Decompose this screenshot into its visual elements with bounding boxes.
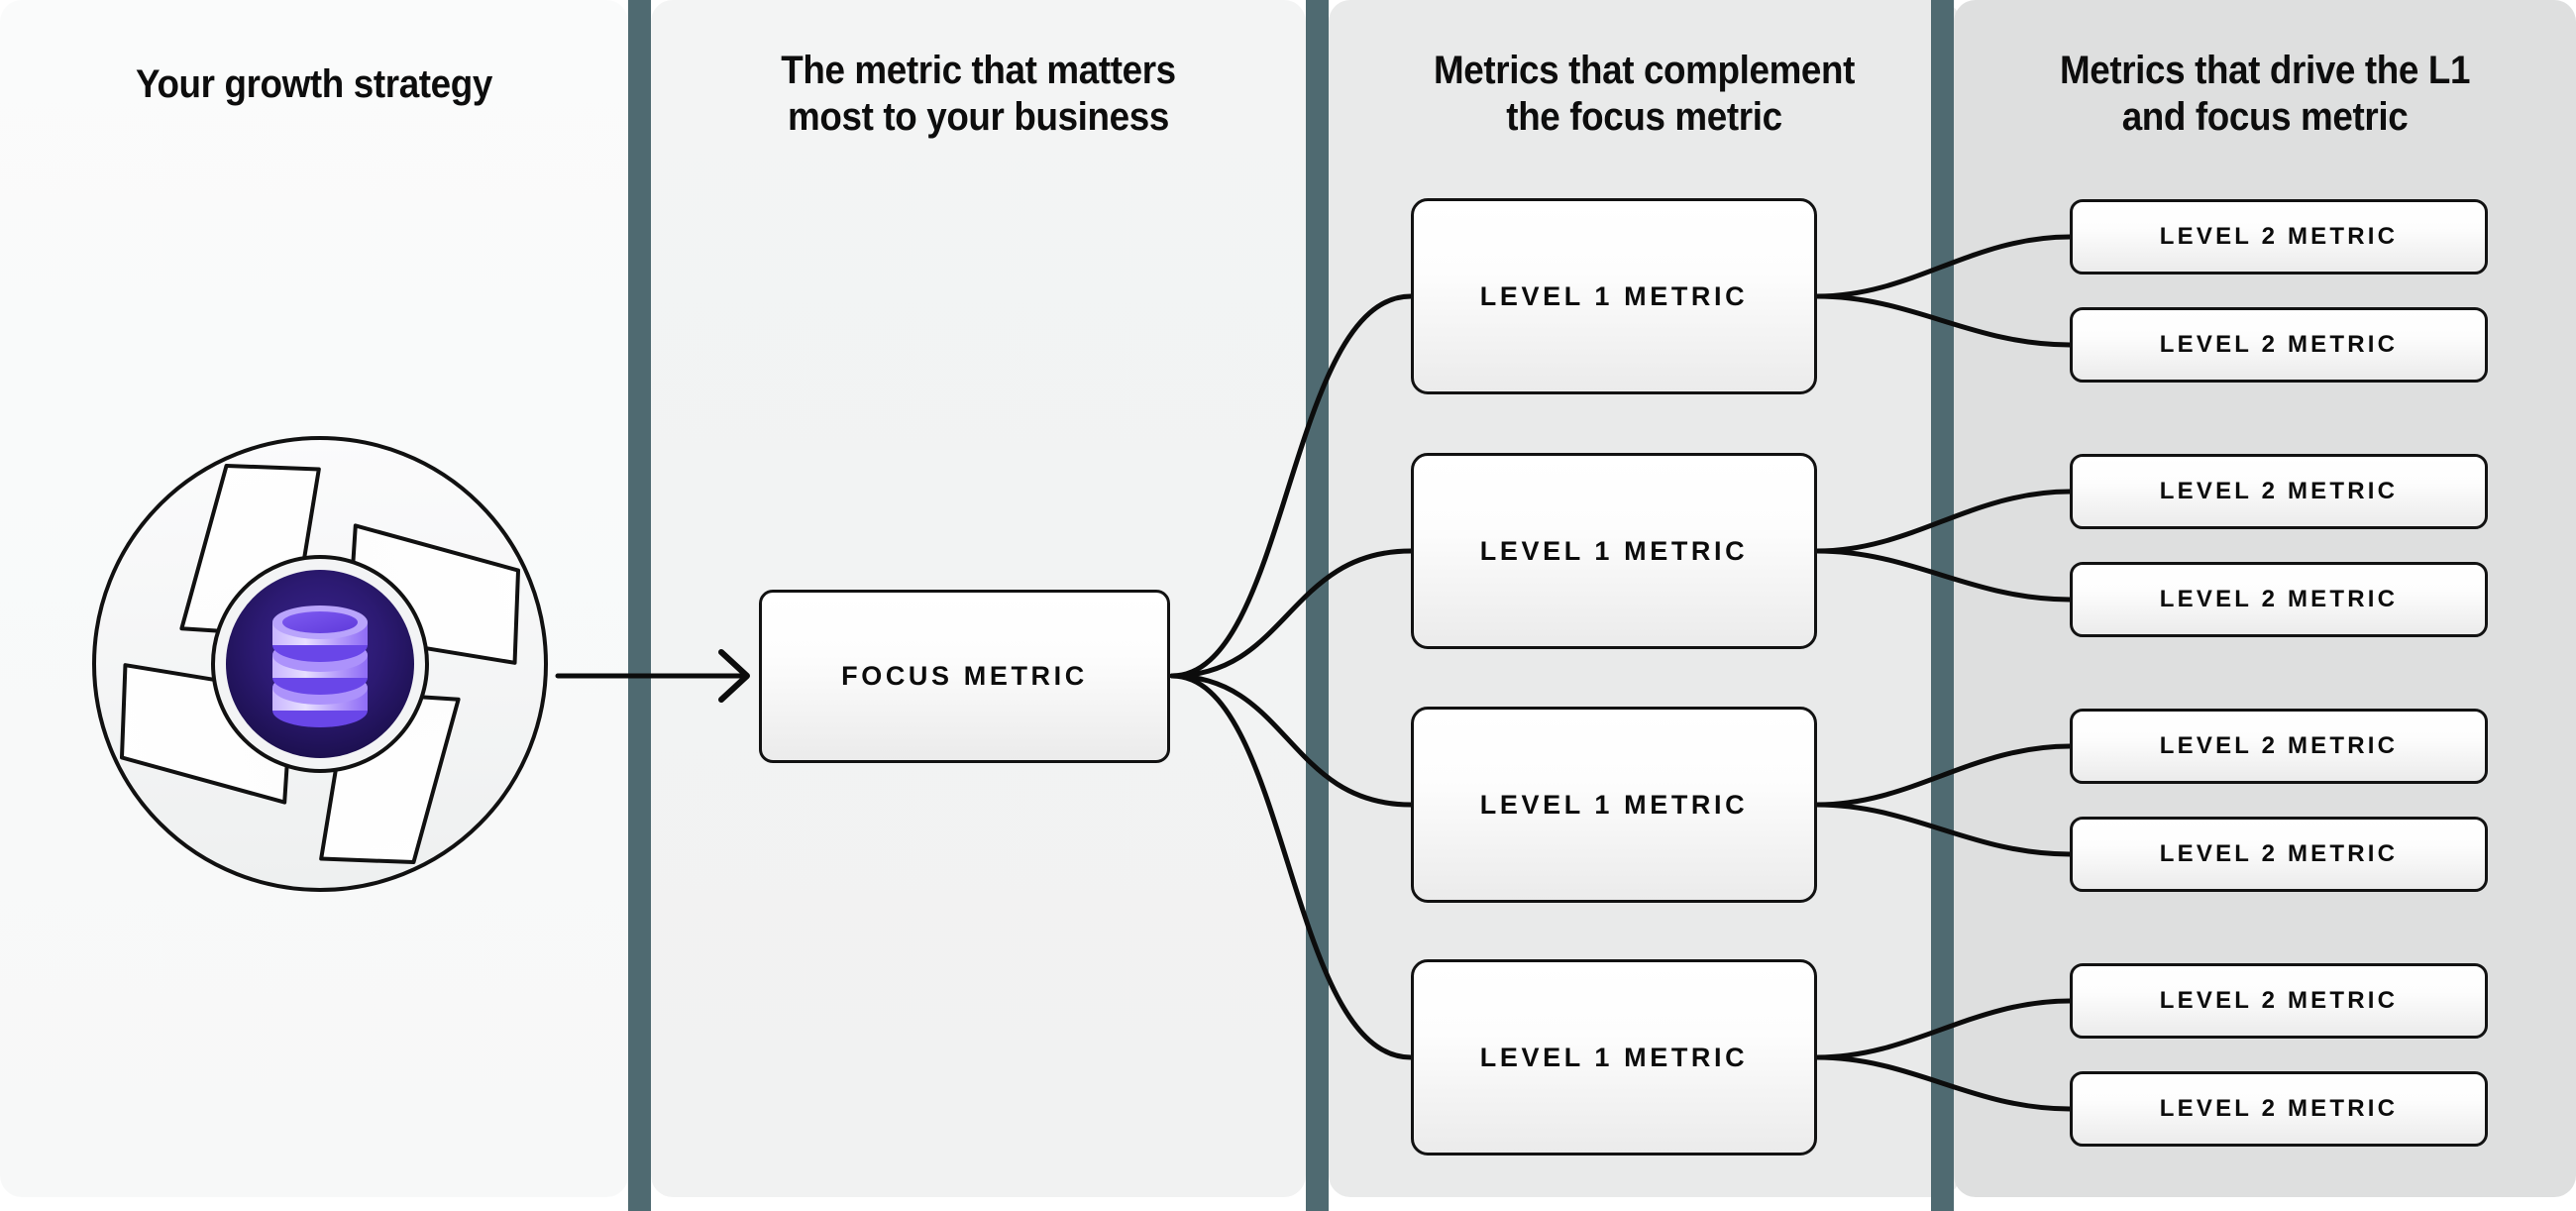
- column-separator-1: [628, 0, 651, 1211]
- column-header-level1-line1: Metrics that complement: [1433, 49, 1856, 92]
- level1-metric-box-3[interactable]: LEVEL 1 METRIC: [1411, 707, 1817, 903]
- database-icon: [272, 606, 368, 727]
- level2-metric-label-7: LEVEL 2 METRIC: [2159, 987, 2399, 1014]
- level2-metric-box-7[interactable]: LEVEL 2 METRIC: [2070, 963, 2488, 1039]
- level2-metric-label-5: LEVEL 2 METRIC: [2159, 732, 2399, 759]
- level1-metric-label-3: LEVEL 1 METRIC: [1479, 789, 1749, 820]
- level2-metric-label-4: LEVEL 2 METRIC: [2159, 586, 2399, 612]
- level2-metric-box-3[interactable]: LEVEL 2 METRIC: [2070, 454, 2488, 529]
- column-header-focus-line2: most to your business: [788, 95, 1169, 140]
- level2-metric-label-2: LEVEL 2 METRIC: [2159, 331, 2399, 358]
- column-header-level2-line1: Metrics that drive the L1: [2059, 49, 2471, 92]
- focus-metric-label: FOCUS METRIC: [841, 661, 1088, 691]
- level2-metric-box-2[interactable]: LEVEL 2 METRIC: [2070, 307, 2488, 383]
- column-header-level2: Metrics that drive the L1 and focus metr…: [1979, 48, 2551, 141]
- level1-metric-label-4: LEVEL 1 METRIC: [1479, 1042, 1749, 1072]
- column-separator-3: [1931, 0, 1954, 1211]
- level1-metric-box-4[interactable]: LEVEL 1 METRIC: [1411, 959, 1817, 1156]
- level2-metric-box-6[interactable]: LEVEL 2 METRIC: [2070, 817, 2488, 892]
- level2-metric-label-6: LEVEL 2 METRIC: [2159, 840, 2399, 867]
- column-header-focus-line1: The metric that matters: [781, 49, 1176, 92]
- level1-metric-label-2: LEVEL 1 METRIC: [1479, 535, 1749, 566]
- level2-metric-label-8: LEVEL 2 METRIC: [2159, 1095, 2399, 1122]
- column-header-strategy: Your growth strategy: [25, 61, 602, 108]
- level1-metric-label-1: LEVEL 1 METRIC: [1479, 280, 1749, 311]
- column-header-level2-line2: and focus metric: [2121, 95, 2409, 140]
- column-header-level1-line2: the focus metric: [1506, 95, 1782, 140]
- level1-metric-box-1[interactable]: LEVEL 1 METRIC: [1411, 198, 1817, 394]
- level2-metric-box-5[interactable]: LEVEL 2 METRIC: [2070, 709, 2488, 784]
- column-header-focus: The metric that matters most to your bus…: [677, 48, 1279, 141]
- column-header-level1: Metrics that complement the focus metric: [1353, 48, 1934, 141]
- level2-metric-label-3: LEVEL 2 METRIC: [2159, 478, 2399, 504]
- level2-metric-box-4[interactable]: LEVEL 2 METRIC: [2070, 562, 2488, 637]
- level2-metric-box-8[interactable]: LEVEL 2 METRIC: [2070, 1071, 2488, 1147]
- level2-metric-box-1[interactable]: LEVEL 2 METRIC: [2070, 199, 2488, 275]
- level1-metric-box-2[interactable]: LEVEL 1 METRIC: [1411, 453, 1817, 649]
- column-separator-2: [1306, 0, 1329, 1211]
- column-header-strategy-line1: Your growth strategy: [135, 62, 493, 106]
- level2-metric-label-1: LEVEL 2 METRIC: [2159, 223, 2399, 250]
- growth-strategy-graphic: [92, 436, 548, 892]
- focus-metric-box[interactable]: FOCUS METRIC: [759, 590, 1170, 763]
